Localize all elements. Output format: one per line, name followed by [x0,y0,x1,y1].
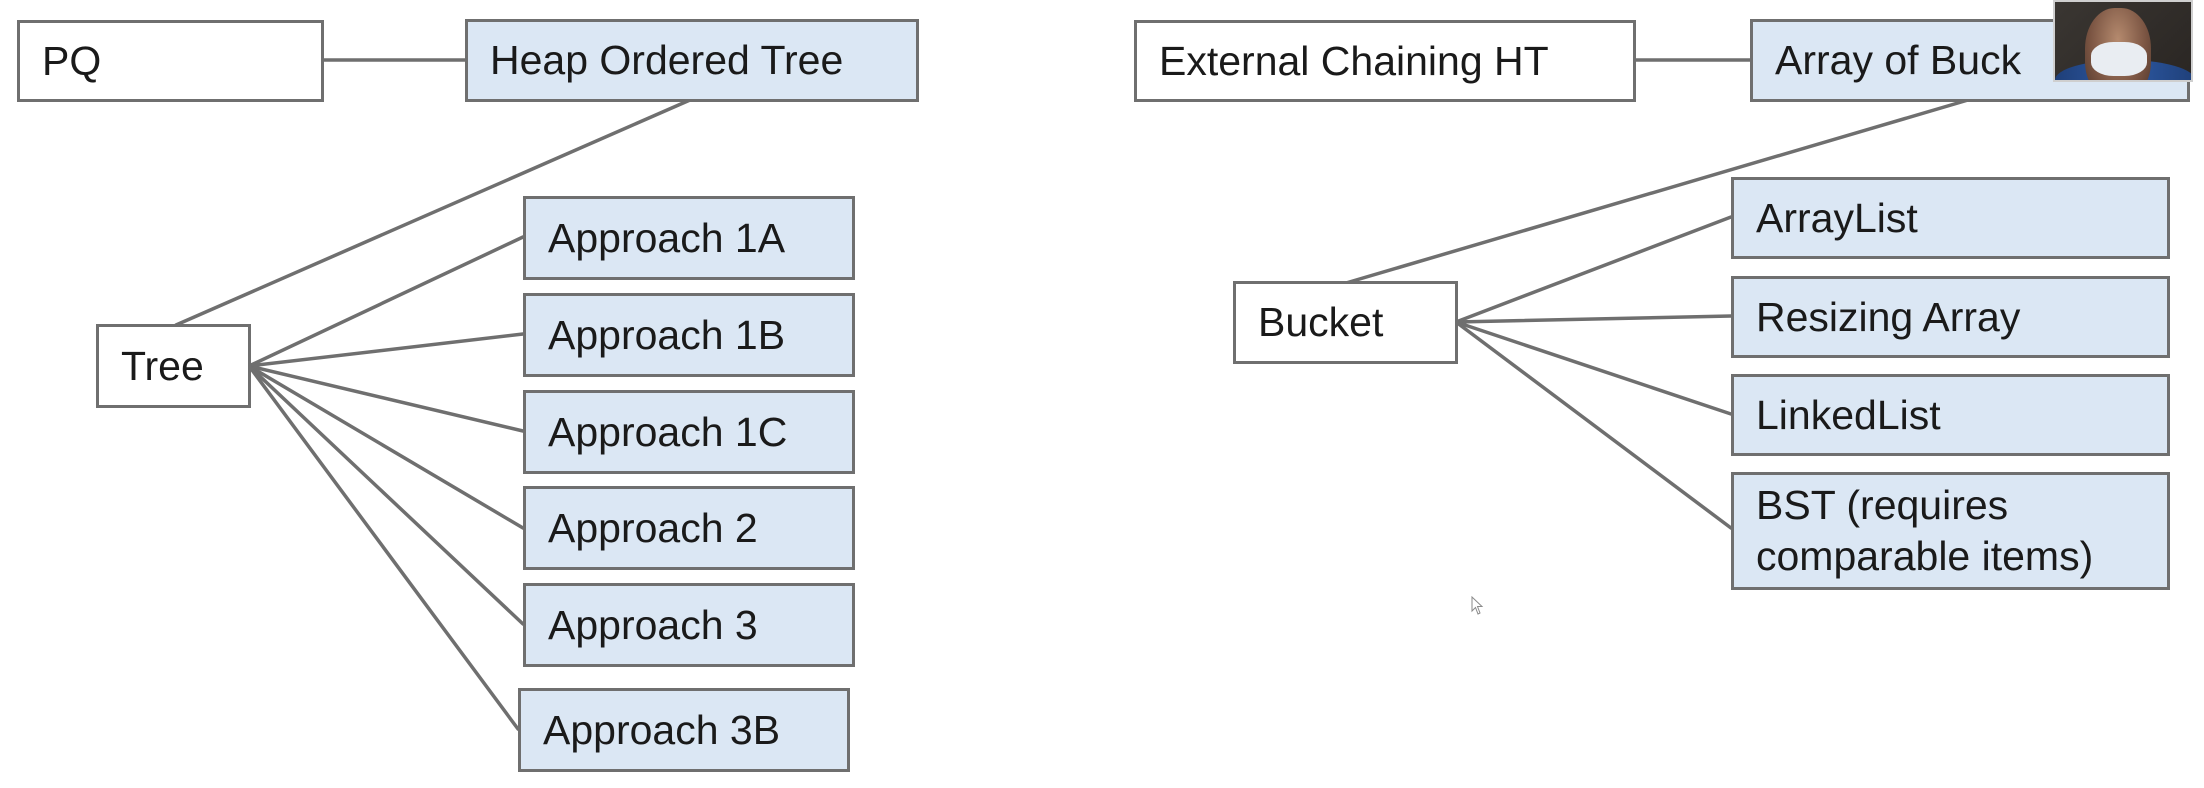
node-tree-label: Tree [121,342,204,389]
node-external-chaining-ht: External Chaining HT [1134,20,1636,102]
node-pq-label: PQ [42,37,102,84]
node-bucket: Bucket [1233,281,1458,364]
node-approach-1a-label: Approach 1A [548,214,786,261]
node-bucket-label: Bucket [1258,299,1384,346]
edge-bucket-linkedlist [1454,320,1733,416]
node-approach-2-label: Approach 2 [548,504,758,551]
node-bst-label-line1: BST (requires [1756,481,2009,528]
webcam-video [2053,0,2193,82]
node-approach-1c: Approach 1C [523,390,855,474]
node-approach-1b-label: Approach 1B [548,311,786,358]
node-pq: PQ [17,20,324,102]
node-bst-label-line2: comparable items) [1756,533,2094,579]
node-tree: Tree [96,324,251,408]
node-linkedlist-label: LinkedList [1756,391,1941,438]
node-arraylist: ArrayList [1731,177,2170,259]
node-approach-3b-label: Approach 3B [543,706,781,753]
node-bst: BST (requires comparable items) [1731,472,2170,590]
edge-tree-approach-1c [247,364,525,433]
node-resizing-array: Resizing Array [1731,276,2170,358]
node-approach-3: Approach 3 [523,583,855,667]
edge-tree-approach-3b [247,364,520,731]
node-approach-2: Approach 2 [523,486,855,570]
edge-tree-approach-1b [247,332,525,368]
edge-array-bucket [1344,98,1970,285]
node-approach-1a: Approach 1A [523,196,855,280]
node-approach-3b: Approach 3B [518,688,850,772]
edge-heap-tree [174,98,692,327]
node-resizing-array-label: Resizing Array [1756,293,2021,340]
edge-bucket-resizing-array [1454,314,1733,324]
edge-bucket-bst [1454,320,1733,530]
node-heap-ordered-tree: Heap Ordered Tree [465,19,919,102]
mouse-cursor-icon [1471,596,1484,615]
node-approach-1b: Approach 1B [523,293,855,377]
node-array-of-buckets-label: Array of Buck [1775,37,2022,84]
edge-bucket-arraylist [1454,215,1733,324]
webcam-person-mask [2091,42,2147,76]
edge-tree-approach-1a [247,235,525,368]
edge-tree-approach-2 [247,364,525,530]
node-approach-1c-label: Approach 1C [548,408,788,455]
edge-tree-approach-3 [247,364,525,626]
node-external-chaining-ht-label: External Chaining HT [1159,37,1549,84]
node-approach-3-label: Approach 3 [548,601,758,648]
node-arraylist-label: ArrayList [1756,194,1918,241]
node-heap-ordered-tree-label: Heap Ordered Tree [490,37,844,84]
node-linkedlist: LinkedList [1731,374,2170,456]
